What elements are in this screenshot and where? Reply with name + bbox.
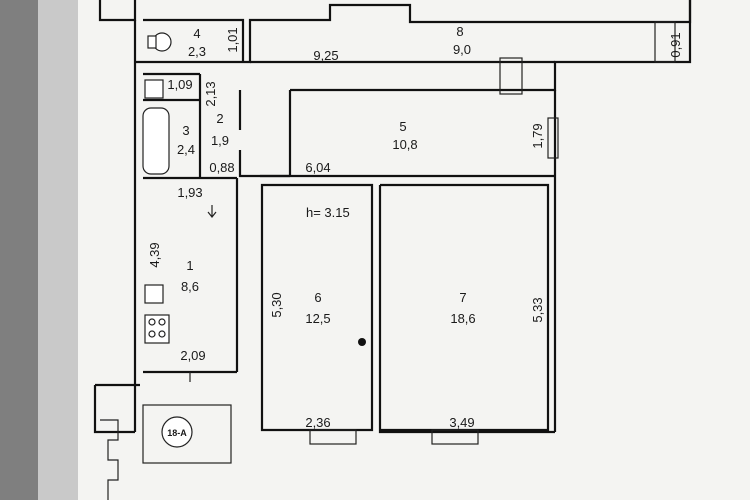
scan-shadow-soft [38,0,78,500]
room-4-area: 2,3 [188,44,206,59]
room-3-area: 2,4 [177,142,195,157]
stairwell: 18-A [100,404,232,500]
room-4-number: 4 [193,26,200,41]
window [309,429,357,445]
room-2-number: 2 [216,111,223,126]
room-1-area: 8,6 [181,279,199,294]
room-1-number: 1 [186,258,193,273]
window [499,57,523,95]
window [547,117,559,159]
dimension-2-36: 2,36 [305,415,330,430]
door-handle-mark [358,338,366,346]
room-7-area: 18,6 [450,311,475,326]
dimension-0-88: 0,88 [209,160,234,175]
sink-icon [144,79,164,99]
stair-mark-circle [161,416,193,448]
dimension-0-91: 0,91 [668,32,683,57]
dimension-1-79: 1,79 [530,123,545,148]
dimension-1-09: 1,09 [167,77,192,92]
window [654,21,676,63]
kitchen-sink-icon [144,284,164,304]
dimension-labels: 1,01 9,25 0,91 1,09 2,13 0,88 6,04 1,79 … [147,27,683,430]
dimension-5-33: 5,33 [530,297,545,322]
outer-walls [93,0,692,434]
room-6-number: 6 [314,290,321,305]
ceiling-height-label: h= 3.15 [306,205,350,220]
dimension-2-09: 2,09 [180,348,205,363]
room-6-area: 12,5 [305,311,330,326]
room-labels: 4 2,3 8 9,0 2 1,9 3 2,4 5 10,8 1 8,6 6 1… [177,24,476,326]
bathtub-icon [142,107,170,175]
dimension-3-49: 3,49 [449,415,474,430]
room-5-number: 5 [399,119,406,134]
dimension-4-39: 4,39 [147,242,162,267]
stairs-icon [100,419,119,500]
dimension-9-25: 9,25 [313,48,338,63]
room-8-area: 9,0 [453,42,471,57]
dimension-5-30: 5,30 [269,292,284,317]
room-3-number: 3 [182,123,189,138]
dimension-1-93: 1,93 [177,185,202,200]
windows [309,21,676,445]
stove-icon [144,314,170,344]
room-2-area: 1,9 [211,133,229,148]
room-5-area: 10,8 [392,137,417,152]
fixtures [142,32,217,382]
room-7-number: 7 [459,290,466,305]
room-8-number: 8 [456,24,463,39]
dimension-1-01: 1,01 [225,27,240,52]
window [431,429,479,445]
scan-shadow [0,0,38,500]
arrow-down-icon [207,205,217,218]
toilet-tank-icon [147,35,157,49]
dimension-6-04: 6,04 [305,160,330,175]
dimension-2-13: 2,13 [203,81,218,106]
interior-walls [143,18,555,432]
stair-mark: 18-A [167,428,187,438]
